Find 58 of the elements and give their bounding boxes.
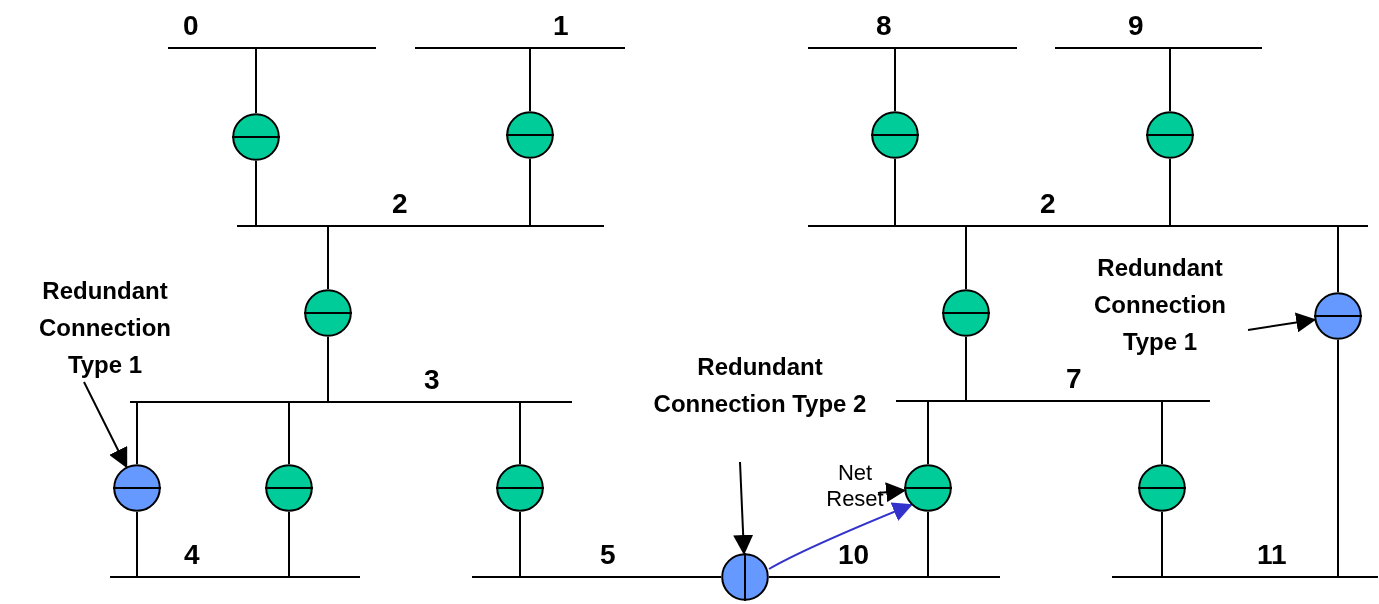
arrow	[768, 502, 913, 570]
connection-line	[255, 47, 257, 114]
bus-number: 2	[392, 189, 408, 219]
bridge-icon	[942, 289, 990, 337]
connection-line	[1169, 158, 1171, 227]
connection-line	[288, 401, 290, 465]
connection-line	[1169, 47, 1171, 112]
callout-text: Redundant Connection Type 1	[10, 272, 200, 383]
bridge-icon	[871, 111, 919, 159]
callout-text: Redundant Connection Type 2	[645, 348, 875, 422]
connection-line	[711, 576, 722, 578]
bridge-icon	[265, 464, 313, 512]
connection-line	[519, 401, 521, 465]
connection-line	[894, 47, 896, 112]
connection-line	[519, 511, 521, 578]
connection-line	[1161, 400, 1163, 465]
callout-text: Redundant Connection Type 1	[1065, 249, 1255, 360]
leader-line	[733, 461, 754, 555]
bus-number: 4	[184, 540, 200, 570]
bus-number: 2	[1040, 189, 1056, 219]
bridge-icon	[1146, 111, 1194, 159]
bridge-icon	[1314, 292, 1362, 340]
connection-line	[894, 158, 896, 227]
bus-number: 0	[183, 11, 199, 41]
bridge-icon	[721, 553, 769, 601]
bridge-icon	[506, 111, 554, 159]
connection-line	[768, 576, 779, 578]
callout-text: Net Reset	[822, 460, 888, 512]
connection-line	[1337, 339, 1339, 578]
bridge-icon	[496, 464, 544, 512]
bus-number: 11	[1257, 540, 1287, 570]
bus-number: 9	[1128, 11, 1144, 41]
connection-line	[327, 225, 329, 290]
connection-line	[529, 158, 531, 227]
connection-line	[1337, 225, 1339, 293]
bus-number: 3	[424, 365, 440, 395]
bridge-icon	[232, 113, 280, 161]
bus-number: 5	[600, 540, 616, 570]
connection-line	[965, 336, 967, 402]
connection-line	[1161, 511, 1163, 578]
bridge-icon	[304, 289, 352, 337]
connection-line	[965, 225, 967, 290]
connection-line	[327, 336, 329, 403]
bus-number: 1	[553, 11, 569, 41]
connection-line	[255, 160, 257, 227]
connection-line	[927, 511, 929, 578]
bus-number: 7	[1066, 364, 1082, 394]
bus-number: 10	[838, 540, 870, 570]
leader-line	[83, 381, 128, 469]
bridge-icon	[113, 464, 161, 512]
bus-number: 8	[876, 11, 892, 41]
connection-line	[136, 401, 138, 465]
bridge-icon	[1138, 464, 1186, 512]
connection-line	[136, 511, 138, 578]
connection-line	[288, 511, 290, 578]
connection-line	[927, 400, 929, 465]
connection-line	[529, 47, 531, 112]
bridge-icon	[904, 464, 952, 512]
